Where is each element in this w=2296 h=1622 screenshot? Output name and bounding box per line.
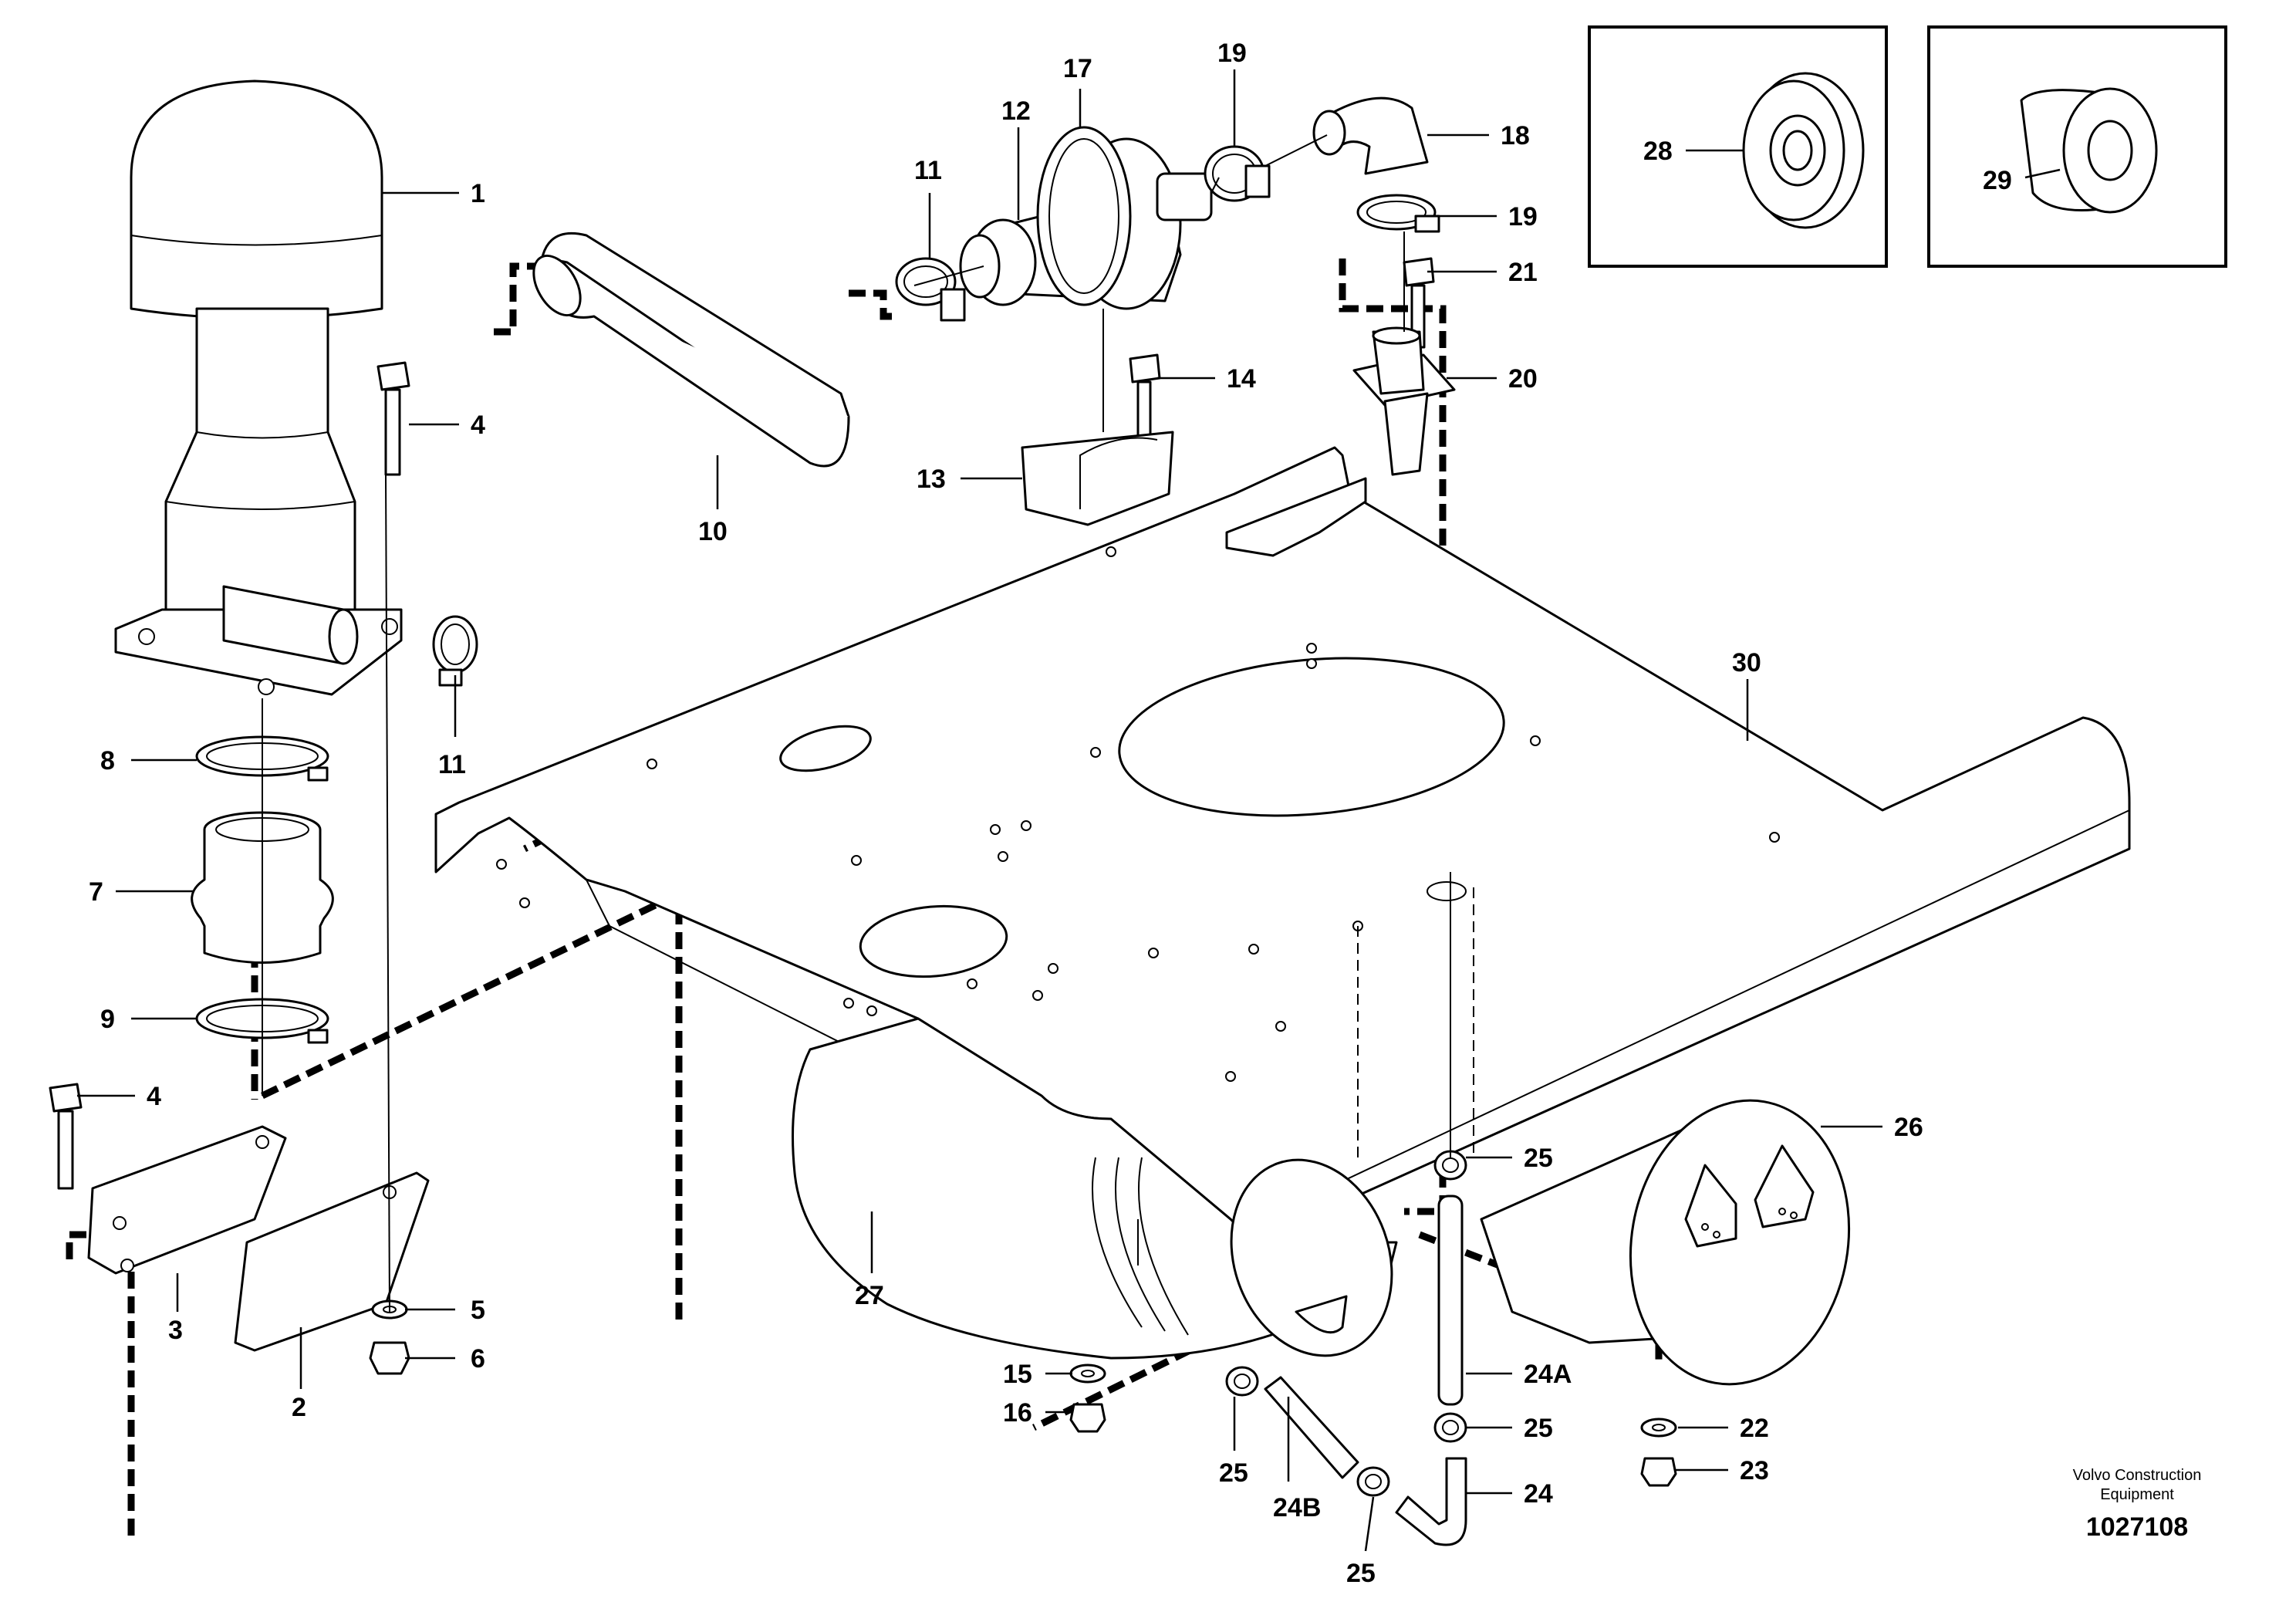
hose-clamp-19-upper [1204, 145, 1271, 202]
callout-8: 8 [100, 746, 115, 776]
nut-6 [369, 1341, 410, 1375]
intake-body [164, 307, 356, 634]
callout-9: 9 [100, 1005, 115, 1034]
bolt-4-upper [376, 361, 410, 476]
nut-16 [1069, 1403, 1106, 1433]
callout-5: 5 [471, 1296, 485, 1325]
frame-small-cutout [859, 904, 1008, 978]
hose-24 [1395, 1457, 1467, 1546]
hose-clamp-11-upper [895, 257, 966, 322]
callout-11-lower: 11 [438, 750, 466, 779]
callout-leaders [77, 69, 2061, 1552]
callout-14: 14 [1227, 364, 1256, 394]
callout-21: 21 [1508, 258, 1538, 287]
callout-24a: 24A [1524, 1360, 1572, 1389]
callout-25-left: 25 [1219, 1458, 1248, 1488]
callout-25-upper: 25 [1524, 1144, 1553, 1173]
callout-10: 10 [698, 517, 728, 546]
frame-plate-30 [434, 446, 2131, 1251]
callout-24b: 24B [1273, 1493, 1321, 1522]
tank-27 [792, 1017, 1398, 1360]
hose-clamp-17 [1036, 126, 1132, 306]
frame-large-cutout [1118, 657, 1505, 817]
callout-7: 7 [89, 877, 103, 907]
bracket-3 [87, 1125, 287, 1275]
callout-18: 18 [1501, 121, 1530, 150]
hose-clamp-19-lower [1356, 194, 1440, 233]
callout-25-bottom: 25 [1346, 1559, 1376, 1588]
alignment-lines [262, 134, 1474, 1313]
callout-2: 2 [292, 1393, 306, 1422]
callout-23: 23 [1740, 1456, 1769, 1485]
callout-11-upper: 11 [914, 156, 942, 185]
callout-4-lower: 4 [147, 1082, 161, 1111]
hose-24a [1437, 1195, 1464, 1406]
elbow-18 [1312, 96, 1429, 175]
intake-cap [130, 79, 383, 319]
inset-box-28 [1588, 25, 1888, 268]
bracket-13 [1021, 431, 1174, 526]
callout-22: 22 [1740, 1414, 1769, 1443]
washer-22 [1640, 1418, 1677, 1438]
nut-23 [1640, 1457, 1677, 1487]
clamp-25-mid [1433, 1412, 1467, 1443]
brand-line-1: Volvo Construction [2073, 1467, 2202, 1484]
clamp-25-left [1225, 1366, 1259, 1397]
clamp-25-upper [1433, 1150, 1467, 1181]
callout-25-mid: 25 [1524, 1414, 1553, 1443]
callout-19-lower: 19 [1508, 202, 1538, 231]
callout-27: 27 [855, 1281, 884, 1310]
callout-16: 16 [1003, 1398, 1032, 1428]
inset-box-29 [1927, 25, 2227, 268]
callout-3: 3 [168, 1316, 183, 1345]
callout-1: 1 [471, 179, 485, 208]
bolt-4-lower [49, 1083, 83, 1190]
bracket-20 [1352, 326, 1456, 476]
callout-labels: 1 2 3 4 4 5 6 7 8 9 10 11 11 12 13 14 15… [89, 39, 2012, 1588]
bolt-14 [1129, 353, 1161, 441]
hose-24b [1264, 1376, 1359, 1479]
intake-hose-10 [532, 231, 850, 468]
callout-6: 6 [471, 1344, 485, 1374]
washer-15 [1069, 1363, 1106, 1384]
footer: Volvo Construction Equipment 1027108 [2073, 1467, 2202, 1542]
callout-17: 17 [1063, 54, 1092, 83]
callout-20: 20 [1508, 364, 1538, 394]
hose-clamp-11-left [432, 615, 478, 687]
callout-30: 30 [1732, 648, 1761, 678]
callout-29: 29 [1983, 166, 2012, 195]
bracket-2 [234, 1171, 430, 1352]
tank-26 [1480, 1099, 1851, 1386]
clamp-25-bottom [1356, 1466, 1390, 1497]
callout-28: 28 [1643, 137, 1673, 166]
callout-4-upper: 4 [471, 411, 485, 440]
callout-15: 15 [1003, 1360, 1032, 1389]
document-number: 1027108 [2086, 1512, 2188, 1542]
callout-26: 26 [1894, 1113, 1923, 1142]
callout-19-upper: 19 [1217, 39, 1247, 68]
brand-line-2: Equipment [2100, 1486, 2174, 1503]
air-intake-assembly [114, 79, 403, 696]
callout-24: 24 [1524, 1479, 1553, 1509]
callout-12: 12 [1001, 96, 1031, 126]
callout-13: 13 [917, 465, 946, 494]
